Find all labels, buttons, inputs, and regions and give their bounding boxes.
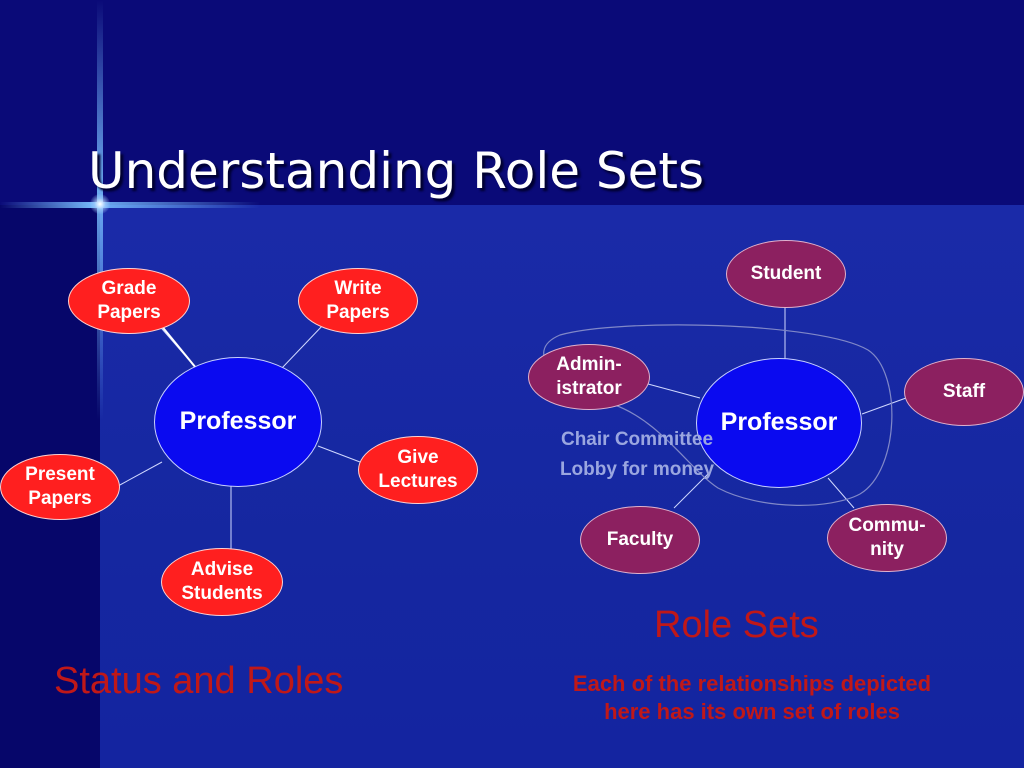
connector-community — [827, 477, 855, 509]
connector-faculty — [673, 473, 709, 509]
description-line1: Each of the relationships depicted — [572, 671, 932, 696]
role-label: Staff — [942, 381, 986, 403]
connector-administrator — [647, 383, 701, 399]
role-node-faculty: Faculty — [580, 506, 700, 574]
role-label-line1: Grade — [101, 278, 157, 300]
connector-write-papers — [281, 323, 325, 369]
role-label-line2: Students — [181, 583, 263, 604]
role-label-line2: Papers — [28, 488, 92, 509]
chair-note-line2: Lobby for money — [559, 459, 715, 480]
role-label-line1: Admin- — [556, 354, 622, 376]
role-node-staff: Staff — [904, 358, 1024, 426]
role-node-present-papers: Present Papers — [0, 454, 120, 520]
role-label-line1: Commu- — [848, 515, 926, 537]
role-label-line1: Write — [334, 278, 382, 300]
connector-give-lectures — [317, 445, 361, 463]
role-label-line1: Present — [25, 464, 95, 486]
role-node-grade-papers: Grade Papers — [68, 268, 190, 334]
description-line2: here has its own set of roles — [604, 699, 900, 724]
role-label-line2: nity — [870, 539, 904, 560]
caption-role-sets: Role Sets — [654, 604, 819, 646]
role-label-line2: Papers — [326, 302, 390, 323]
connector-grade-papers-highlight — [159, 323, 197, 369]
role-label: Student — [750, 263, 822, 285]
caption-status-and-roles: Status and Roles — [54, 660, 344, 702]
role-node-student: Student — [726, 240, 846, 308]
role-node-administrator: Admin- istrator — [528, 344, 650, 410]
role-label: Faculty — [606, 529, 674, 551]
connector-present-papers — [117, 461, 163, 487]
role-sets-description: Each of the relationships depicted here … — [512, 670, 992, 726]
role-label-line2: Lectures — [378, 471, 458, 492]
role-label-line1: Advise — [190, 559, 254, 581]
status-node-professor-left: Professor — [154, 357, 322, 487]
chair-committee-note: Chair Committee Lobby for money — [532, 425, 742, 485]
glow-sparkle — [90, 194, 110, 214]
role-label-line2: Papers — [97, 302, 161, 323]
role-node-advise-students: Advise Students — [161, 548, 283, 616]
role-node-community: Commu- nity — [827, 504, 947, 572]
status-node-label: Professor — [179, 407, 297, 436]
role-node-give-lectures: Give Lectures — [358, 436, 478, 504]
background-top-band — [0, 0, 1024, 205]
status-node-professor-right: Professor — [696, 358, 862, 488]
role-label-line2: istrator — [556, 378, 622, 399]
role-node-write-papers: Write Papers — [298, 268, 418, 334]
status-node-label: Professor — [720, 408, 838, 437]
role-label-line1: Give — [397, 447, 439, 469]
glow-line-horizontal — [0, 202, 260, 208]
slide-title: Understanding Role Sets — [88, 142, 705, 200]
chair-note-line1: Chair Committee — [560, 429, 714, 450]
connector-staff — [861, 397, 907, 415]
